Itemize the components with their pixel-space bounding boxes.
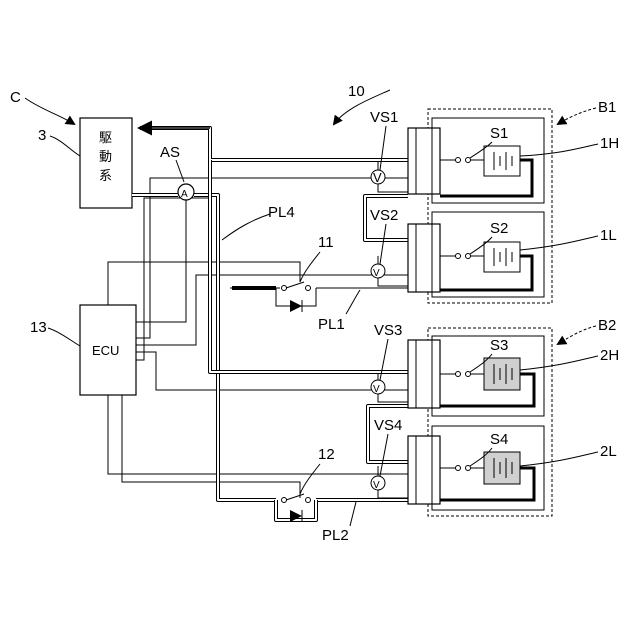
battery-cell-s1 xyxy=(484,146,520,176)
svg-text:3: 3 xyxy=(38,127,46,144)
connector-block-1 xyxy=(408,128,440,194)
svg-text:V: V xyxy=(373,268,380,279)
ecu-number: 13 xyxy=(30,319,80,346)
system-label: C xyxy=(10,89,74,124)
relay-11-label: 11 xyxy=(318,234,334,251)
1l-label: 1L xyxy=(600,227,617,244)
ecu-box: ECU xyxy=(80,305,136,395)
battery-cell-s3 xyxy=(484,358,520,390)
relay-11 xyxy=(276,282,316,312)
relay-12 xyxy=(282,494,311,522)
vs4-label: VS4 xyxy=(374,417,402,434)
battery-cell-s4 xyxy=(484,452,520,484)
svg-text:V: V xyxy=(373,170,382,185)
ammeter-as: A xyxy=(178,184,194,200)
pl4-label: PL4 xyxy=(268,204,295,221)
svg-text:系: 系 xyxy=(99,168,112,183)
power-bus xyxy=(132,128,408,500)
2h-label: 2H xyxy=(600,347,619,364)
connector-block-2 xyxy=(408,224,440,292)
b2-label: B2 xyxy=(598,317,616,334)
1h-label: 1H xyxy=(600,135,619,152)
voltage-sensor-vs4: V xyxy=(371,476,385,491)
ammeter-label: AS xyxy=(160,144,180,161)
vs3-label: VS3 xyxy=(374,322,402,339)
s1-label: S1 xyxy=(490,125,508,142)
voltage-sensor-vs1: V xyxy=(371,170,385,185)
s4-label: S4 xyxy=(490,431,508,448)
s3-label: S3 xyxy=(490,337,508,354)
b1-label: B1 xyxy=(598,99,616,116)
voltage-sensor-vs2: V xyxy=(371,264,385,279)
module-switches xyxy=(456,158,485,471)
vs2-label: VS2 xyxy=(370,207,398,224)
svg-text:ECU: ECU xyxy=(92,343,119,358)
drive-system-number: 3 xyxy=(38,127,80,156)
pl1-label: PL1 xyxy=(318,316,345,333)
relay-12-label: 12 xyxy=(318,446,335,463)
pl2-label: PL2 xyxy=(322,527,349,544)
svg-text:A: A xyxy=(181,189,188,200)
connector-block-3 xyxy=(408,340,440,408)
svg-text:C: C xyxy=(10,89,21,106)
2l-label: 2L xyxy=(600,443,617,460)
svg-text:V: V xyxy=(373,480,380,491)
svg-text:V: V xyxy=(373,384,380,395)
connector-block-4 xyxy=(408,436,440,504)
svg-text:動: 動 xyxy=(99,149,112,164)
s2-label: S2 xyxy=(490,220,508,237)
svg-text:10: 10 xyxy=(348,83,365,100)
voltage-sensor-vs3: V xyxy=(371,380,385,395)
svg-text:駆: 駆 xyxy=(99,130,112,145)
svg-text:13: 13 xyxy=(30,319,47,336)
battery-cell-s2 xyxy=(484,242,520,272)
drive-system-box: 駆 動 系 xyxy=(80,118,132,208)
vs1-label: VS1 xyxy=(370,109,398,126)
